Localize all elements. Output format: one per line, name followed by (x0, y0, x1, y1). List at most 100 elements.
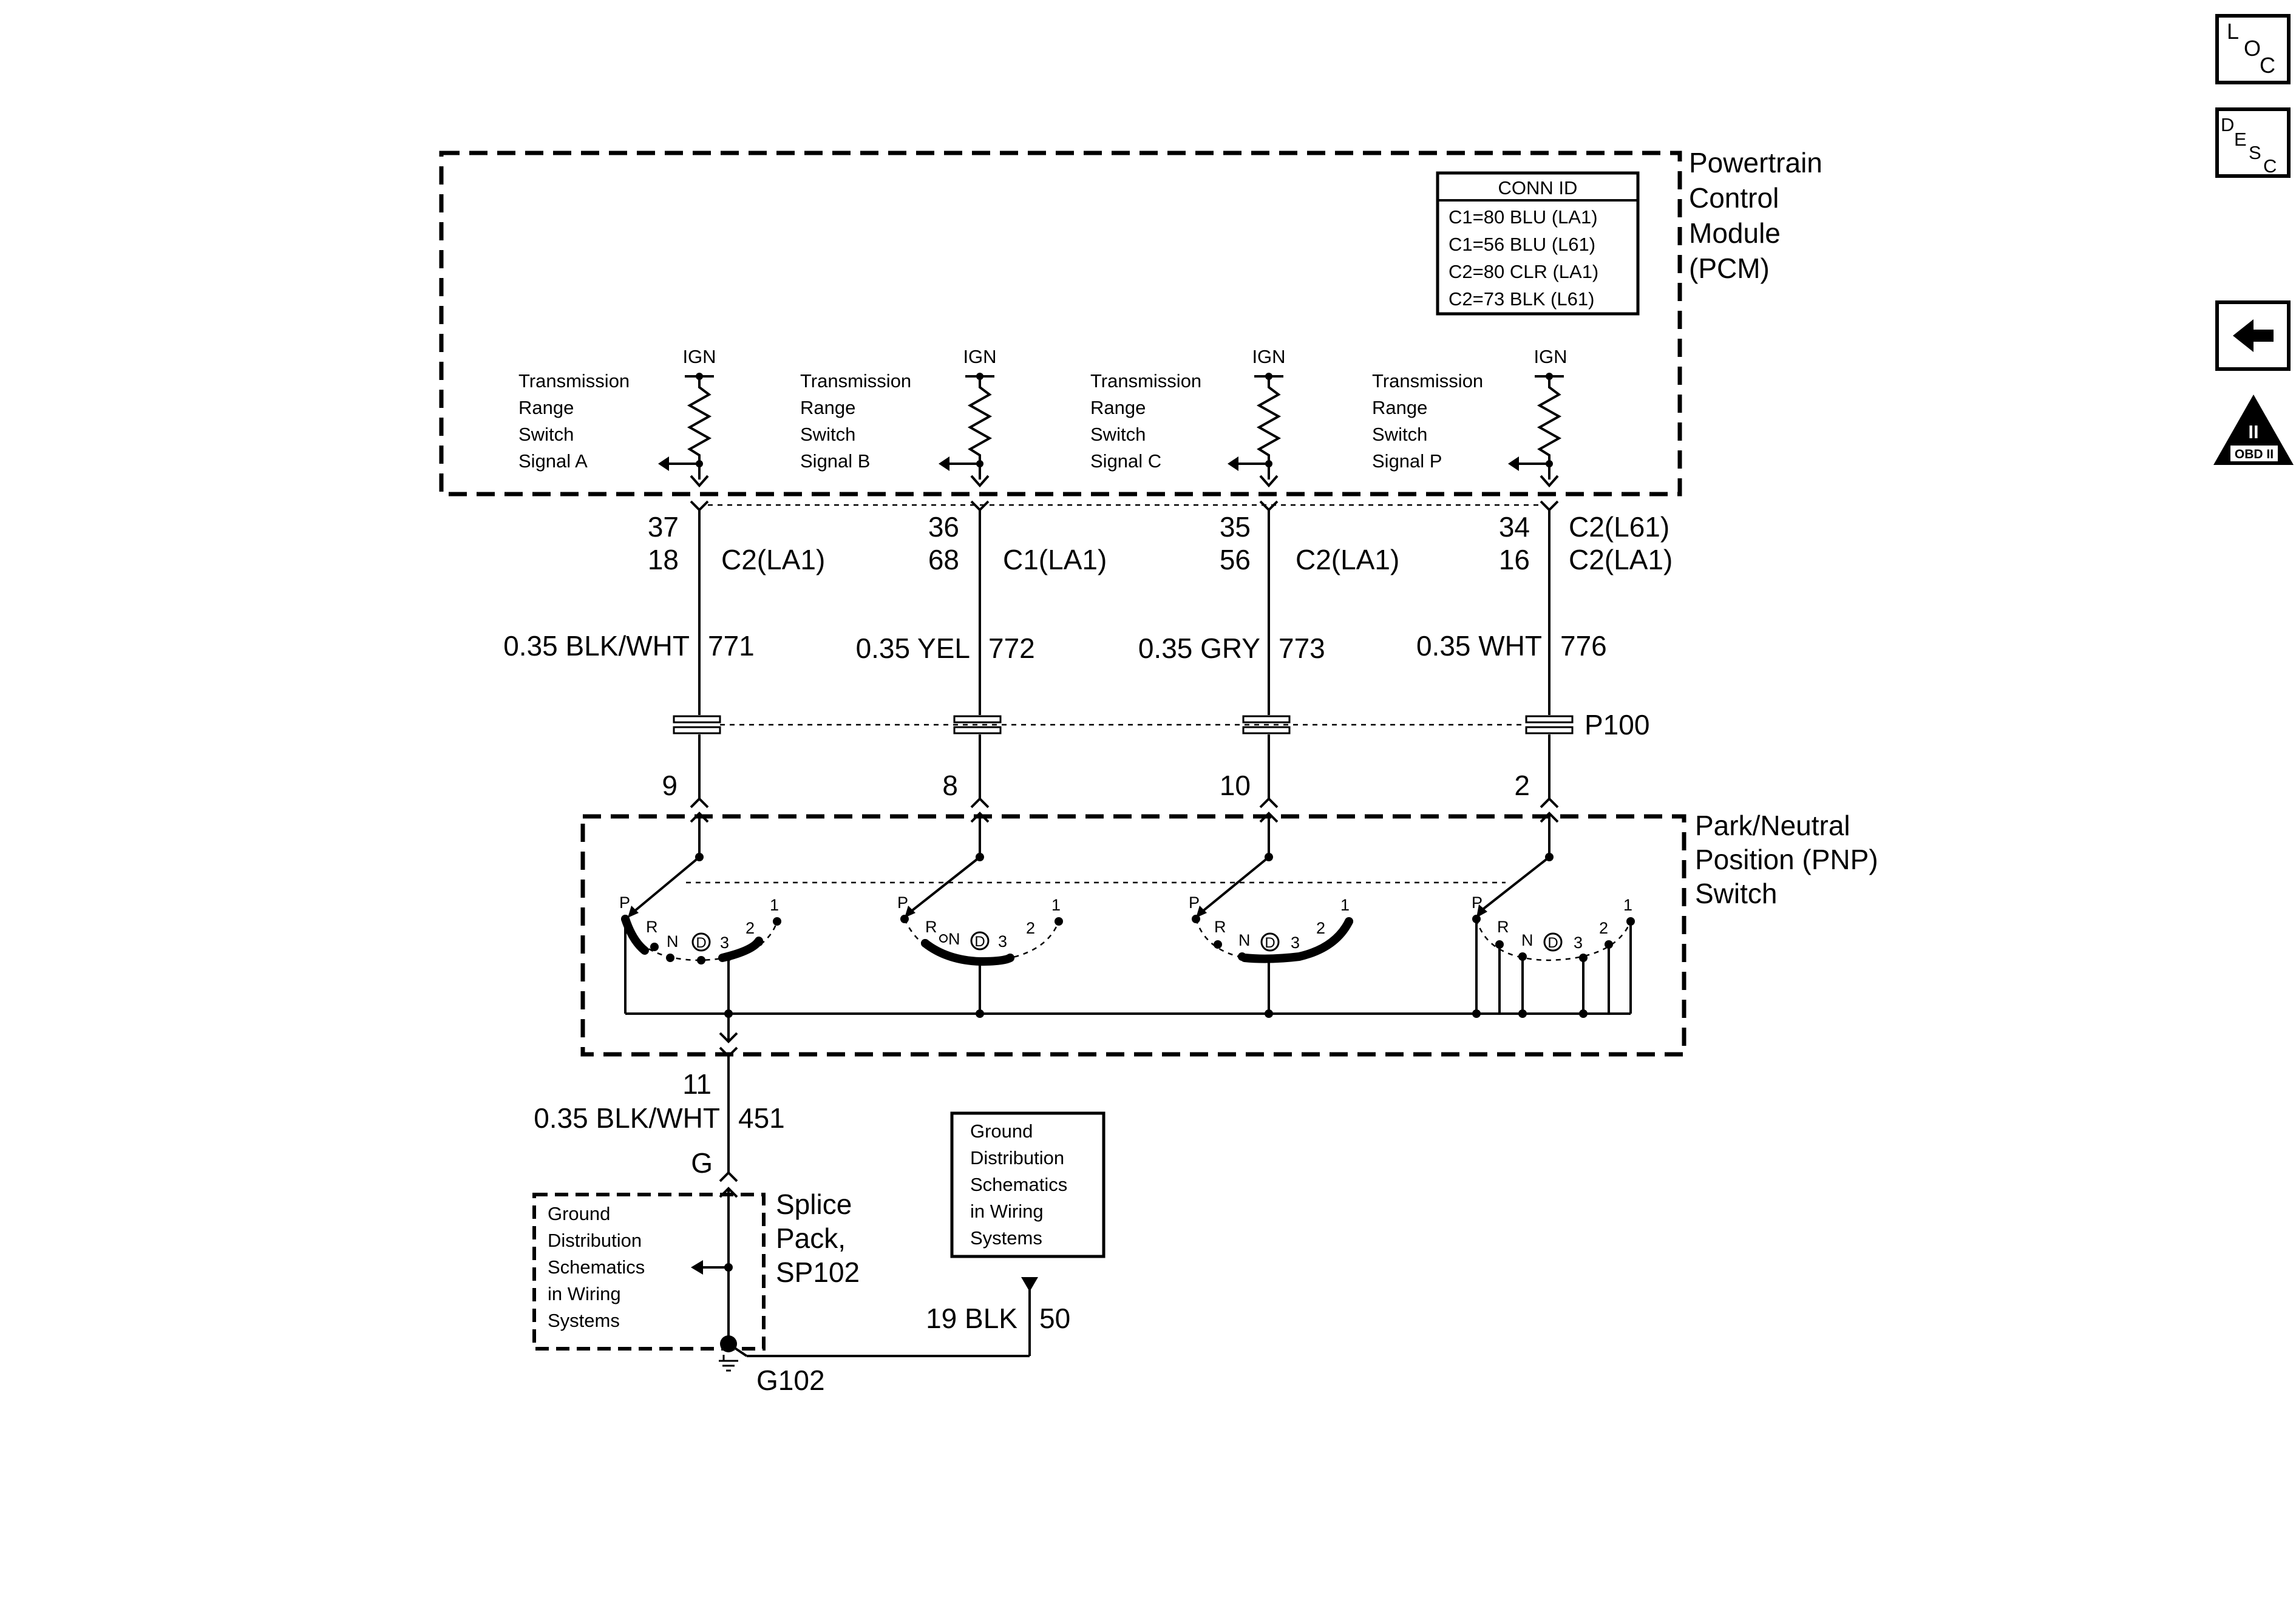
svg-text:1: 1 (770, 896, 779, 914)
svg-text:(PCM): (PCM) (1689, 253, 1770, 284)
connector-label: C2(L61) (1569, 511, 1669, 543)
circuit-signal-a: IGN Transmission Range Switch Signal A 3… (503, 346, 825, 861)
splice-pack-box (532, 1193, 766, 1351)
desc-d: D (2221, 114, 2234, 135)
wire-number: 776 (1560, 630, 1607, 662)
svg-text:2: 2 (1026, 919, 1035, 937)
pin-number: 56 (1220, 544, 1251, 575)
ground-label: G102 (756, 1364, 825, 1396)
svg-text:Signal C: Signal C (1090, 450, 1161, 472)
svg-text:Transmission: Transmission (1090, 370, 1201, 392)
svg-text:Signal P: Signal P (1372, 450, 1442, 472)
conn-id-header: CONN ID (1498, 177, 1578, 198)
loc-o: O (2244, 36, 2261, 61)
ign-label: IGN (1533, 346, 1567, 367)
svg-text:P: P (1472, 893, 1483, 912)
ign-label: IGN (963, 346, 996, 367)
desc-button[interactable]: D E S C (2215, 107, 2291, 178)
svg-text:2: 2 (1316, 919, 1325, 937)
connector-label: C2(LA1) (721, 544, 825, 575)
back-button[interactable] (2215, 300, 2291, 371)
svg-text:Transmission: Transmission (518, 370, 630, 392)
conn-id-row: C1=80 BLU (LA1) (1449, 206, 1598, 228)
svg-text:Control: Control (1689, 182, 1779, 214)
pcm-module-box (439, 151, 1682, 497)
ign-label: IGN (682, 346, 716, 367)
svg-text:Switch: Switch (800, 424, 855, 445)
svg-text:D: D (974, 934, 985, 950)
pin-number: 16 (1499, 544, 1530, 575)
pin-number: 35 (1220, 511, 1251, 543)
svg-text:N: N (948, 930, 960, 948)
svg-text:D: D (696, 935, 706, 951)
loc-button[interactable]: L O C (2215, 14, 2291, 84)
svg-text:Ground: Ground (548, 1203, 610, 1224)
conn-id-row: C1=56 BLU (L61) (1449, 234, 1595, 255)
pnp-switch-box (580, 814, 1686, 1057)
svg-text:1: 1 (1051, 896, 1061, 914)
svg-text:N: N (667, 932, 679, 951)
pnp-title: Park/Neutral Position (PNP) Switch (1695, 810, 1878, 909)
svg-text:D: D (1547, 935, 1558, 951)
wire-color: 0.35 BLK/WHT (534, 1102, 720, 1134)
svg-text:Distribution: Distribution (548, 1230, 642, 1251)
pnp-switch-p: P R N D 3 2 1 (1472, 856, 1635, 1018)
pnp-switch-b: P R N D 3 2 1 (897, 856, 1063, 1018)
wire-color: 0.35 BLK/WHT (503, 630, 690, 662)
ground-distribution-right-link[interactable]: Ground Distribution Schematics in Wiring… (950, 1111, 1106, 1258)
svg-text:Systems: Systems (548, 1310, 620, 1331)
svg-text:Switch: Switch (518, 424, 574, 445)
obd-roman: II (2248, 421, 2258, 442)
svg-text:Transmission: Transmission (800, 370, 911, 392)
svg-text:Range: Range (1372, 397, 1427, 418)
obd-button[interactable]: II OBD II (2213, 395, 2294, 465)
svg-text:Schematics: Schematics (548, 1256, 645, 1278)
svg-text:Park/Neutral: Park/Neutral (1695, 810, 1850, 841)
svg-text:P: P (619, 893, 630, 912)
loc-c: C (2260, 53, 2275, 78)
loc-l: L (2227, 19, 2239, 44)
wire-number: 772 (988, 632, 1035, 664)
svg-text:Splice: Splice (776, 1188, 852, 1220)
svg-text:N: N (1238, 931, 1251, 949)
svg-text:P: P (1189, 893, 1200, 912)
conn-id-table: CONN ID C1=80 BLU (LA1) C1=56 BLU (L61) … (1436, 171, 1640, 316)
wire-color: 0.35 YEL (856, 632, 970, 664)
svg-text:Schematics: Schematics (970, 1174, 1067, 1195)
svg-text:Pack,: Pack, (776, 1222, 846, 1254)
ign-label: IGN (1252, 346, 1285, 367)
svg-text:Distribution: Distribution (970, 1147, 1064, 1168)
svg-text:Switch: Switch (1090, 424, 1146, 445)
back-arrow-icon (2233, 319, 2274, 352)
svg-text:2: 2 (1599, 919, 1608, 937)
circuit-signal-b: IGN Transmission Range Switch Signal B 3… (800, 346, 1107, 861)
svg-text:1: 1 (1623, 896, 1632, 914)
svg-text:Switch: Switch (1695, 878, 1777, 909)
wire-number: 50 (1039, 1303, 1070, 1334)
pin-number: 2 (1514, 770, 1530, 801)
svg-text:Range: Range (1090, 397, 1146, 418)
desc-s: S (2249, 142, 2261, 163)
svg-text:2: 2 (746, 919, 755, 937)
connector-label: C1(LA1) (1003, 544, 1107, 575)
connector-label: C2(LA1) (1569, 544, 1673, 575)
svg-text:P: P (897, 893, 908, 912)
svg-text:N: N (1521, 931, 1533, 949)
svg-text:R: R (646, 918, 658, 936)
conn-id-row: C2=80 CLR (LA1) (1449, 261, 1598, 282)
svg-text:3: 3 (1574, 934, 1583, 952)
svg-text:Ground: Ground (970, 1120, 1033, 1142)
circuit-signal-c: IGN Transmission Range Switch Signal C 3… (1090, 346, 1399, 861)
connector-label: G (691, 1147, 713, 1179)
pin-number: 37 (648, 511, 679, 543)
svg-text:Signal A: Signal A (518, 450, 588, 472)
svg-text:D: D (1265, 935, 1275, 951)
p100-label: P100 (1584, 709, 1649, 741)
ground-distribution-left-link[interactable]: Ground Distribution Schematics in Wiring… (548, 1203, 645, 1331)
circuit-signal-p: IGN Transmission Range Switch Signal P 3… (1372, 346, 1673, 861)
wire-color: 0.35 WHT (1416, 630, 1542, 662)
svg-text:R: R (925, 918, 937, 936)
svg-text:Transmission: Transmission (1372, 370, 1483, 392)
pin-number: 10 (1220, 770, 1251, 801)
svg-text:3: 3 (720, 934, 729, 952)
